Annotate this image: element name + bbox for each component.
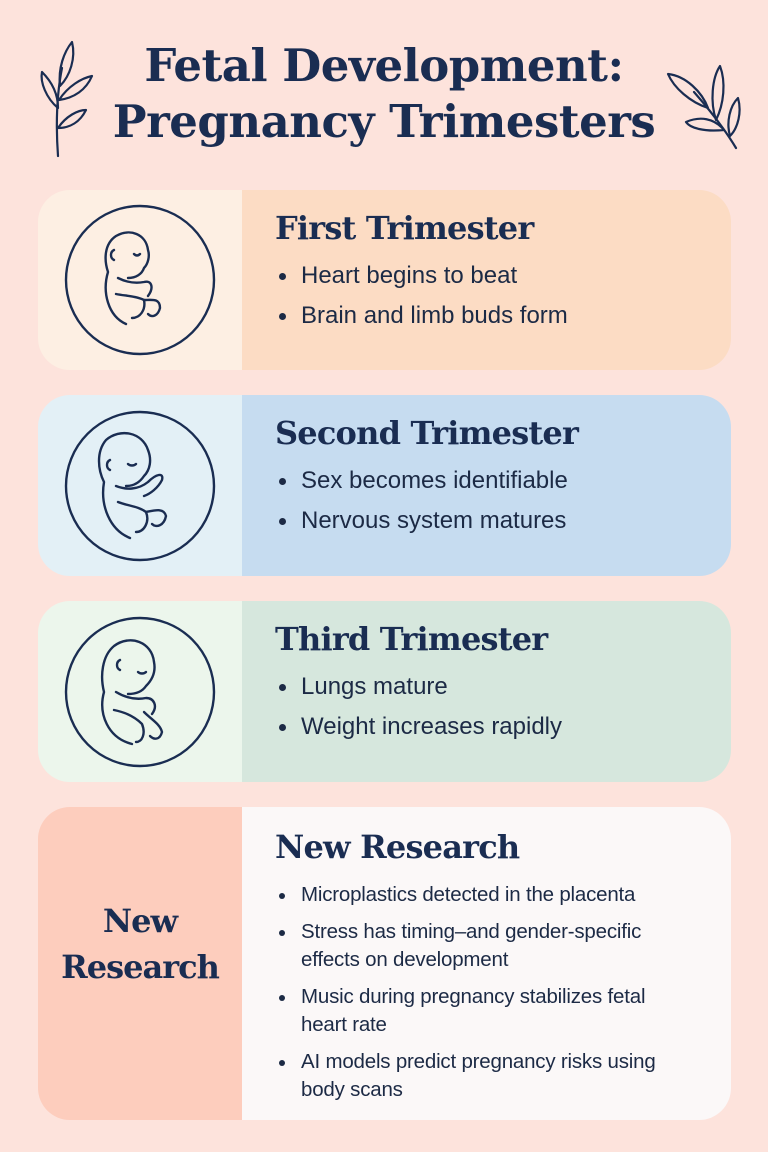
fetus-icon (64, 410, 216, 561)
list-item: Weight increases rapidly (275, 707, 731, 747)
icon-panel (38, 190, 242, 370)
fetus-icon (64, 204, 216, 356)
research-list: Microplastics detected in the placenta S… (275, 881, 731, 1104)
research-side-label: New Research (61, 901, 220, 986)
fetus-icon (64, 616, 216, 767)
list-item: Music during pregnancy stabilizes fetal … (275, 983, 731, 1039)
page-title: Fetal Development: Pregnancy Trimesters (0, 38, 768, 150)
icon-panel (38, 395, 242, 576)
research-label-panel: New Research (38, 807, 242, 1120)
title-line-1: Fetal Development: (144, 39, 624, 92)
list-item: Stress has timing–and gender-specific ef… (275, 918, 731, 974)
milestone-list: Sex becomes identifiable Nervous system … (275, 461, 731, 541)
new-research-card: New Research New Research Microplastics … (38, 807, 731, 1120)
text-panel: Second Trimester Sex becomes identifiabl… (242, 395, 731, 576)
leaf-sprig-icon (664, 52, 744, 152)
milestone-list: Heart begins to beat Brain and limb buds… (275, 256, 731, 336)
list-item: AI models predict pregnancy risks using … (275, 1048, 731, 1104)
list-item: Nervous system matures (275, 501, 731, 541)
list-item: Lungs mature (275, 667, 731, 707)
card-heading: New Research (275, 828, 520, 866)
text-panel: New Research Microplastics detected in t… (242, 807, 731, 1120)
list-item: Sex becomes identifiable (275, 461, 731, 501)
milestone-list: Lungs mature Weight increases rapidly (275, 667, 731, 747)
second-trimester-card: Second Trimester Sex becomes identifiabl… (38, 395, 731, 576)
text-panel: First Trimester Heart begins to beat Bra… (242, 190, 731, 370)
leaf-sprig-icon (34, 38, 104, 158)
card-heading: First Trimester (275, 209, 534, 247)
card-heading: Second Trimester (275, 414, 579, 452)
card-heading: Third Trimester (275, 620, 548, 658)
third-trimester-card: Third Trimester Lungs mature Weight incr… (38, 601, 731, 782)
text-panel: Third Trimester Lungs mature Weight incr… (242, 601, 731, 782)
list-item: Brain and limb buds form (275, 296, 731, 336)
title-line-2: Pregnancy Trimesters (112, 95, 656, 148)
list-item: Heart begins to beat (275, 256, 731, 296)
first-trimester-card: First Trimester Heart begins to beat Bra… (38, 190, 731, 370)
icon-panel (38, 601, 242, 782)
list-item: Microplastics detected in the placenta (275, 881, 731, 909)
